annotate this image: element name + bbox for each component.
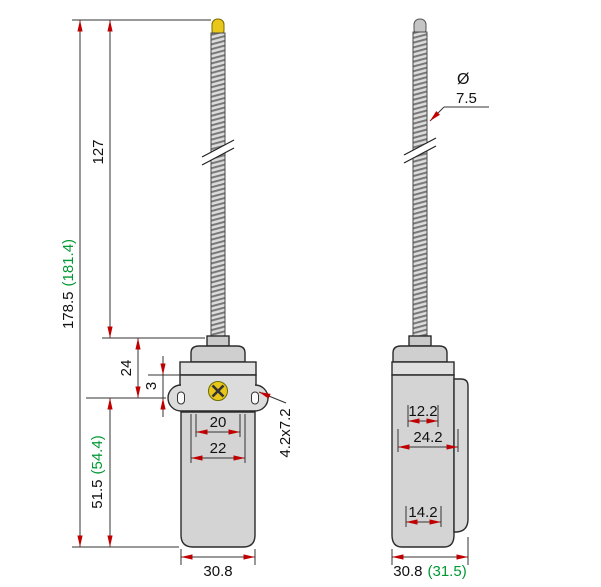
dim-hole-spacing-outer-label: 22 <box>210 440 227 457</box>
diameter-symbol: Ø <box>457 71 469 88</box>
dim-rod-length: 127 <box>90 20 113 338</box>
rod-collar <box>206 335 230 347</box>
dim-mounting-slot: 4.2x7.2 <box>258 391 294 458</box>
spring-rod <box>210 32 226 339</box>
rod-break-mark <box>201 147 235 166</box>
front-extension-lines <box>72 19 256 565</box>
dim-body-width-label: 30.8 <box>203 563 232 580</box>
dim-head-height: 24 <box>118 338 141 398</box>
dim-body-width: 30.8 <box>181 554 255 580</box>
rod-break-gap-side <box>404 138 436 163</box>
rod-break-mark-side <box>403 137 437 156</box>
overall-length-value: 178.5 <box>60 291 77 329</box>
head-cap <box>179 361 257 376</box>
mounting-slot-right <box>251 391 259 405</box>
head-cap-side <box>391 361 455 376</box>
bellows-boot-side <box>392 345 448 363</box>
side-cover-panel <box>453 378 469 533</box>
dim-body-height: 51.5(54.4) <box>89 398 113 547</box>
front-view <box>167 18 269 548</box>
rod-break-mark <box>201 139 235 158</box>
dim-hole-spacing-outer: 22 <box>191 440 245 461</box>
switch-body <box>180 411 256 548</box>
dim-middle-depth-label: 24.2 <box>413 429 442 446</box>
dim-rod-diameter: Ø 7.5 <box>429 71 489 122</box>
dim-hole-spacing-inner: 20 <box>196 414 240 435</box>
dim-lower-depth-label: 14.2 <box>408 504 437 521</box>
dim-overall-length: 178.5 (181.4) <box>60 20 83 547</box>
dim-upper-depth: 12.2 <box>408 403 438 424</box>
dim-hole-offset: 3 <box>143 356 166 417</box>
dim-rod-length-label: 127 <box>90 139 107 164</box>
rod-break-mark-side <box>403 145 437 164</box>
dim-hole-spacing-inner-label: 20 <box>210 414 227 431</box>
spring-rod-side <box>412 31 428 339</box>
switch-body-side <box>391 374 455 548</box>
dim-hole-offset-label: 3 <box>143 382 160 390</box>
dim-middle-depth: 24.2 <box>398 429 458 450</box>
mounting-slot-left <box>177 391 185 405</box>
dim-body-depth-label: 30.8(31.5) <box>393 563 466 580</box>
screw-cross-icon <box>211 384 225 398</box>
rod-break-gap <box>202 140 234 165</box>
dim-head-height-label: 24 <box>118 360 135 377</box>
dim-upper-depth-label: 12.2 <box>408 403 437 420</box>
dim-body-height-label: 51.5(54.4) <box>89 435 106 508</box>
dim-overall-length-label: 178.5 (181.4) <box>60 239 77 329</box>
dim-rod-diameter-label: 7.5 <box>456 90 477 107</box>
rod-collar-side <box>408 335 432 347</box>
dim-mounting-slot-label: 4.2x7.2 <box>277 408 294 457</box>
dim-lower-depth: 14.2 <box>406 504 441 525</box>
bellows-boot <box>190 345 246 363</box>
dim-body-depth: 30.8(31.5) <box>392 554 468 580</box>
overall-length-alt-value: (181.4) <box>60 239 77 287</box>
